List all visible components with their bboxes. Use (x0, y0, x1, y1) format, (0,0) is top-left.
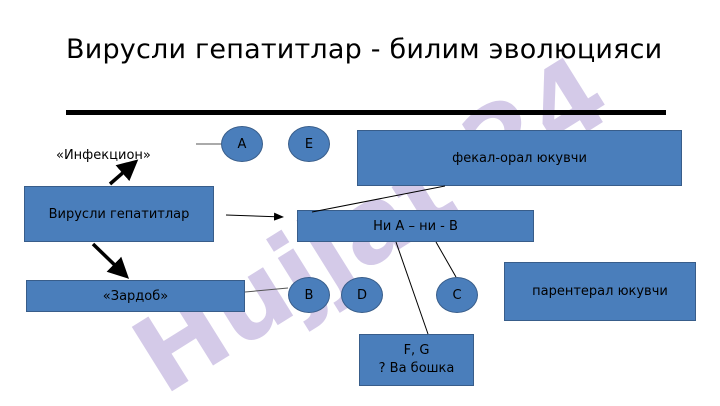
serum-box: «Зардоб» (26, 280, 245, 312)
parenteral-label: парентерал юкувчи (532, 284, 668, 299)
fecal-oral-label: фекал-орал юкувчи (452, 150, 587, 166)
virus-b-oval: B (288, 277, 330, 313)
virus-d-label: D (356, 287, 367, 303)
virus-a-oval: A (221, 126, 263, 162)
virus-a-label: A (237, 136, 247, 152)
page-title: Вирусли гепатитлар - билим эволюцияси (66, 34, 663, 65)
fg-label-line2: ? Ва бошка (378, 361, 455, 376)
virus-e-oval: E (288, 126, 330, 162)
virus-b-label: B (304, 287, 314, 303)
virus-d-oval: D (341, 277, 383, 313)
non-a-non-b-box: Ни А – ни - В (297, 210, 534, 242)
fg-box: F, G ? Ва бошка (359, 334, 474, 386)
viral-hepatitis-box: Вирусли гепатитлар (24, 186, 214, 242)
infection-label: «Инфекцион» (56, 148, 151, 163)
virus-c-label: C (452, 287, 462, 303)
non-a-non-b-label: Ни А – ни - В (373, 218, 458, 234)
serum-label: «Зардоб» (102, 288, 169, 304)
fg-label-line1: F, G (403, 343, 430, 358)
viral-hepatitis-label: Вирусли гепатитлар (48, 206, 190, 222)
virus-c-oval: C (436, 277, 478, 313)
fecal-oral-box: фекал-орал юкувчи (357, 130, 682, 186)
virus-e-label: E (304, 136, 314, 152)
parenteral-box: парентерал юкувчи (504, 262, 696, 321)
title-divider (66, 110, 666, 115)
